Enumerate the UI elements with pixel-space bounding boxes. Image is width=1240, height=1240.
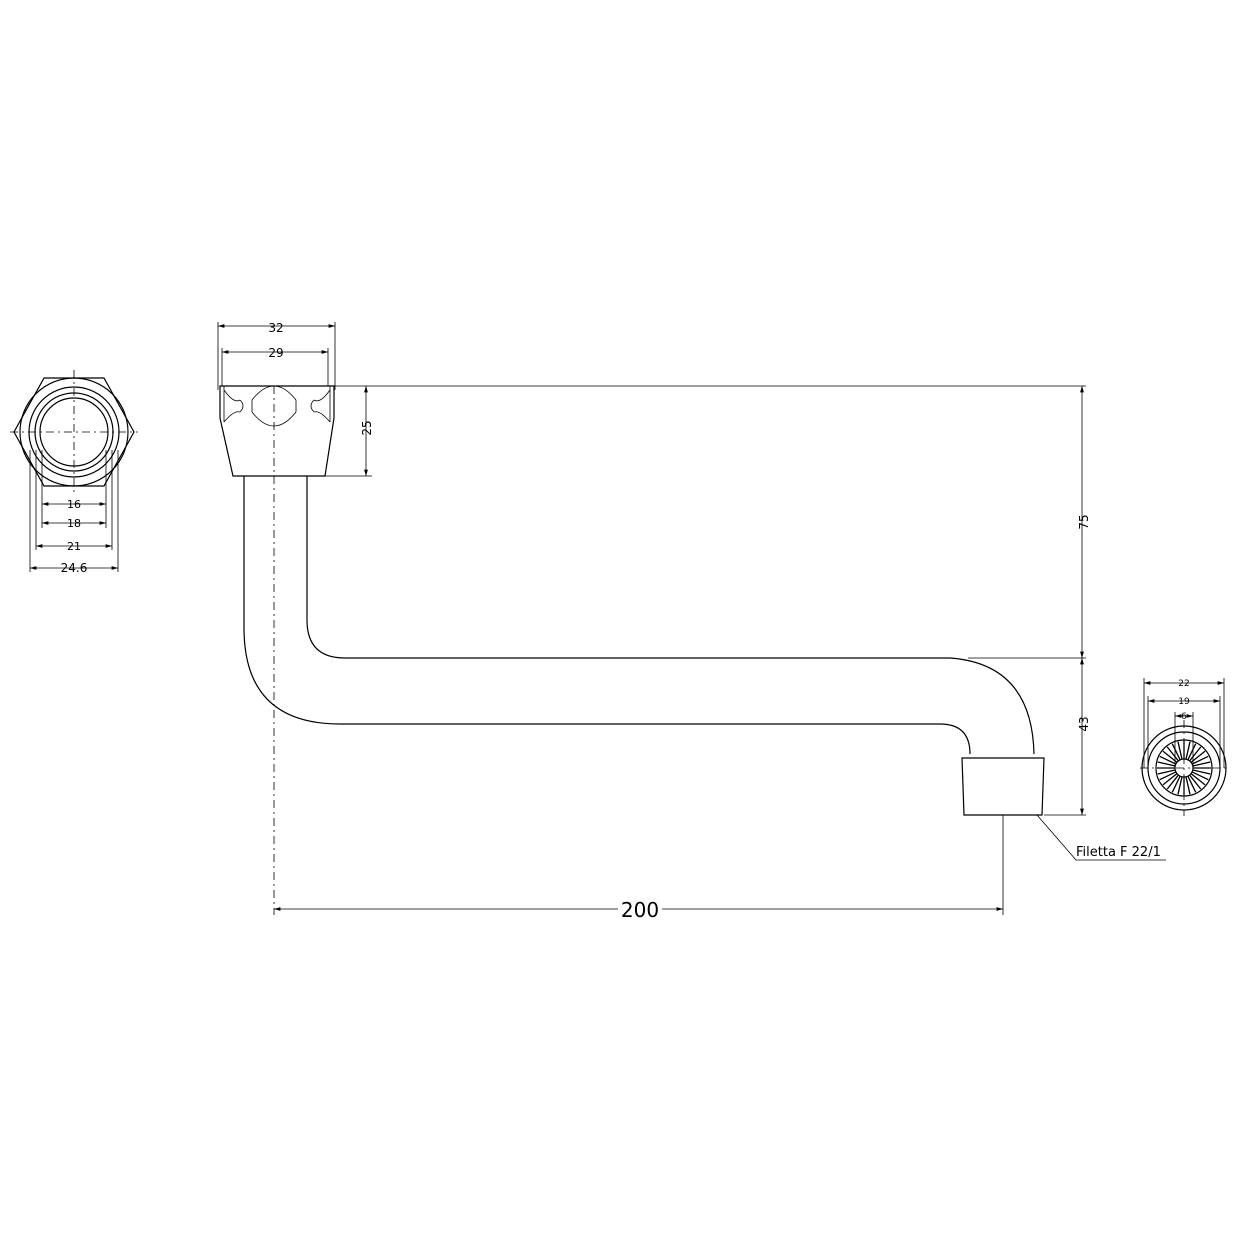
dim-label-43: 43	[1077, 716, 1091, 731]
dim-label-75: 75	[1077, 514, 1091, 529]
dim-label-21: 21	[67, 540, 81, 553]
aerator-end-view: 22 19 6	[1140, 678, 1230, 816]
aerator-spoke	[1166, 774, 1179, 790]
aerator-spoke	[1171, 743, 1181, 761]
aerator-spoke	[1190, 773, 1206, 786]
aerator-spoke	[1171, 775, 1181, 793]
aerator-spoke	[1189, 774, 1202, 790]
aerator-spoke	[1157, 761, 1176, 767]
head-notch-right	[310, 399, 315, 413]
aerator-spoke	[1189, 746, 1202, 762]
dim-label-200: 200	[621, 898, 659, 922]
thread-note: Filetta F 22/1	[1076, 845, 1161, 860]
spout-head-outline	[219, 385, 335, 477]
aerator-spoke	[1177, 776, 1183, 795]
aerator-spoke	[1157, 769, 1176, 775]
tube-outer-path	[243, 476, 971, 755]
aerator-spoke	[1166, 746, 1179, 762]
tube-inner-path	[306, 476, 1035, 755]
dim-label-25: 25	[360, 420, 374, 435]
dim-label-16: 16	[67, 498, 81, 511]
aerator-spoke	[1192, 769, 1211, 775]
aerator-spoke	[1191, 771, 1209, 781]
aerator-spoke	[1187, 743, 1197, 761]
aerator-spoke	[1159, 771, 1177, 781]
aerator-spoke	[1192, 761, 1211, 767]
spout-dimensions: 32 29 25 75 43 200 Filetta F 22/1	[217, 321, 1166, 922]
dim-label-18: 18	[67, 517, 81, 530]
aerator-spoke	[1191, 755, 1209, 765]
aerator-spoke	[1185, 776, 1191, 795]
dim-label-32: 32	[268, 321, 283, 335]
hex-end-view: 16 18 21 24.6	[10, 370, 138, 575]
dim-label-19: 19	[1178, 697, 1190, 707]
aerator-spoke	[1159, 755, 1177, 765]
aerator-spoke	[1187, 775, 1197, 793]
aerator-spoke	[1177, 741, 1183, 760]
aerator-spoke	[1162, 773, 1178, 786]
dim-label-29: 29	[268, 346, 283, 360]
dim-label-6: 6	[1181, 712, 1187, 722]
aerator-spoke	[1185, 741, 1191, 760]
outlet-nut	[961, 757, 1045, 816]
dim-label-24-6: 24.6	[61, 561, 88, 575]
spout-side-view	[219, 385, 1045, 915]
thread-leader-line	[1036, 814, 1166, 861]
head-notch-left	[239, 399, 244, 413]
dim-label-22: 22	[1178, 679, 1189, 689]
